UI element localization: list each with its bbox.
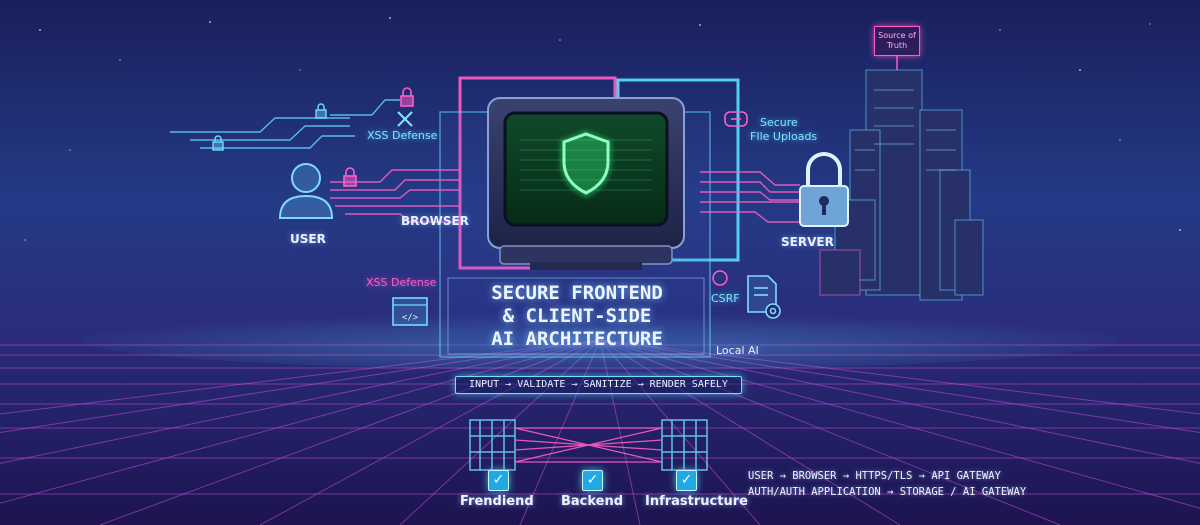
secure-uploads-label-2: FIle Uploads <box>750 130 818 143</box>
check-icon: ✓ <box>488 470 509 491</box>
flow-line-1: USER → BROWSER → HTTPS/TLS → API GATEWAY <box>748 470 1001 482</box>
secure-uploads-label-1: Secure <box>760 116 798 129</box>
local-ai-label: Local AI <box>716 344 759 357</box>
csrf-label: CSRF <box>711 292 740 305</box>
diagram-title: SECURE FRONTEND & CLIENT-SIDE AI ARCHITE… <box>452 282 702 351</box>
server-towers <box>819 69 984 301</box>
title-line-2: & CLIENT-SIDE <box>502 305 652 327</box>
source-of-truth-badge: Source of Truth <box>874 26 920 56</box>
user-label: USER <box>290 232 326 246</box>
circuit-lines-right <box>700 171 800 223</box>
pipeline-bar: INPUT → VALIDATE → SANITIZE → RENDER SAF… <box>455 376 742 394</box>
user-icon <box>278 163 334 219</box>
browser-label: BROWSER <box>401 214 469 228</box>
starfield <box>24 17 1181 241</box>
flow-line-2: AUTH/AUTH APPLICATION → STORAGE / AI GAT… <box>748 486 1027 498</box>
tier-infrastructure-label: Infrastructure <box>645 494 748 509</box>
check-icon: ✓ <box>582 470 603 491</box>
circuit-lines-left <box>170 99 400 149</box>
shield-icon <box>560 130 612 198</box>
tier-backend-label: Backend <box>561 494 624 509</box>
svg-text:</>: </> <box>402 313 419 323</box>
document-gear-icon <box>747 275 781 319</box>
title-line-1: SECURE FRONTEND <box>491 282 663 304</box>
server-label: SERVER <box>781 235 834 249</box>
csrf-icon <box>712 270 728 286</box>
chat-bubble-icon <box>724 111 748 127</box>
title-line-3: AI ARCHITECTURE <box>491 328 663 350</box>
lock-icon <box>343 87 414 187</box>
tower-windows <box>855 89 956 171</box>
x-icon <box>397 111 413 127</box>
tier-connectors <box>514 427 663 463</box>
xss-defense-left-label: XSS Defense <box>366 276 437 289</box>
xss-defense-top-label: XSS Defense <box>367 129 438 142</box>
check-icon: ✓ <box>676 470 697 491</box>
tier-frontend-label: Frendiend <box>460 494 534 509</box>
code-icon: </> <box>392 297 428 326</box>
lock-icon <box>212 103 327 151</box>
padlock-icon <box>799 152 849 227</box>
